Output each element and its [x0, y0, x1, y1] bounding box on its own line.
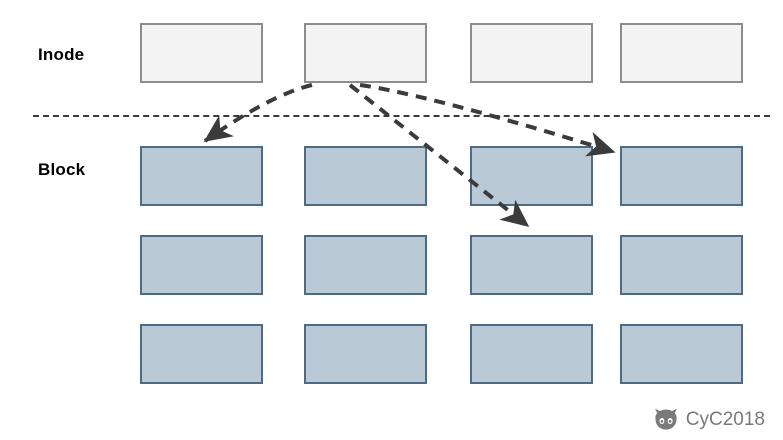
block-box — [470, 146, 593, 206]
inode-block-divider — [33, 115, 770, 117]
inode-row-label: Inode — [38, 45, 85, 64]
inode-box — [470, 23, 593, 83]
inode-box — [304, 23, 427, 83]
block-box — [140, 324, 263, 384]
block-row-label: Block — [38, 160, 86, 179]
watermark-text: CyC2018 — [685, 409, 765, 430]
block-box — [140, 146, 263, 206]
arrow-inode2-to-block-r1c4 — [359, 83, 616, 157]
octocat-icon — [654, 408, 677, 430]
block-box — [304, 235, 427, 295]
watermark: CyC2018 — [653, 408, 765, 432]
block-box — [304, 146, 427, 206]
block-box — [470, 324, 593, 384]
block-box — [620, 324, 743, 384]
inode-box — [620, 23, 743, 83]
block-box — [620, 146, 743, 206]
block-box — [140, 235, 263, 295]
block-box — [304, 324, 427, 384]
arrow-inode2-to-block-r1c1 — [203, 83, 313, 143]
block-box — [620, 235, 743, 295]
block-box — [470, 235, 593, 295]
inode-box — [140, 23, 263, 83]
